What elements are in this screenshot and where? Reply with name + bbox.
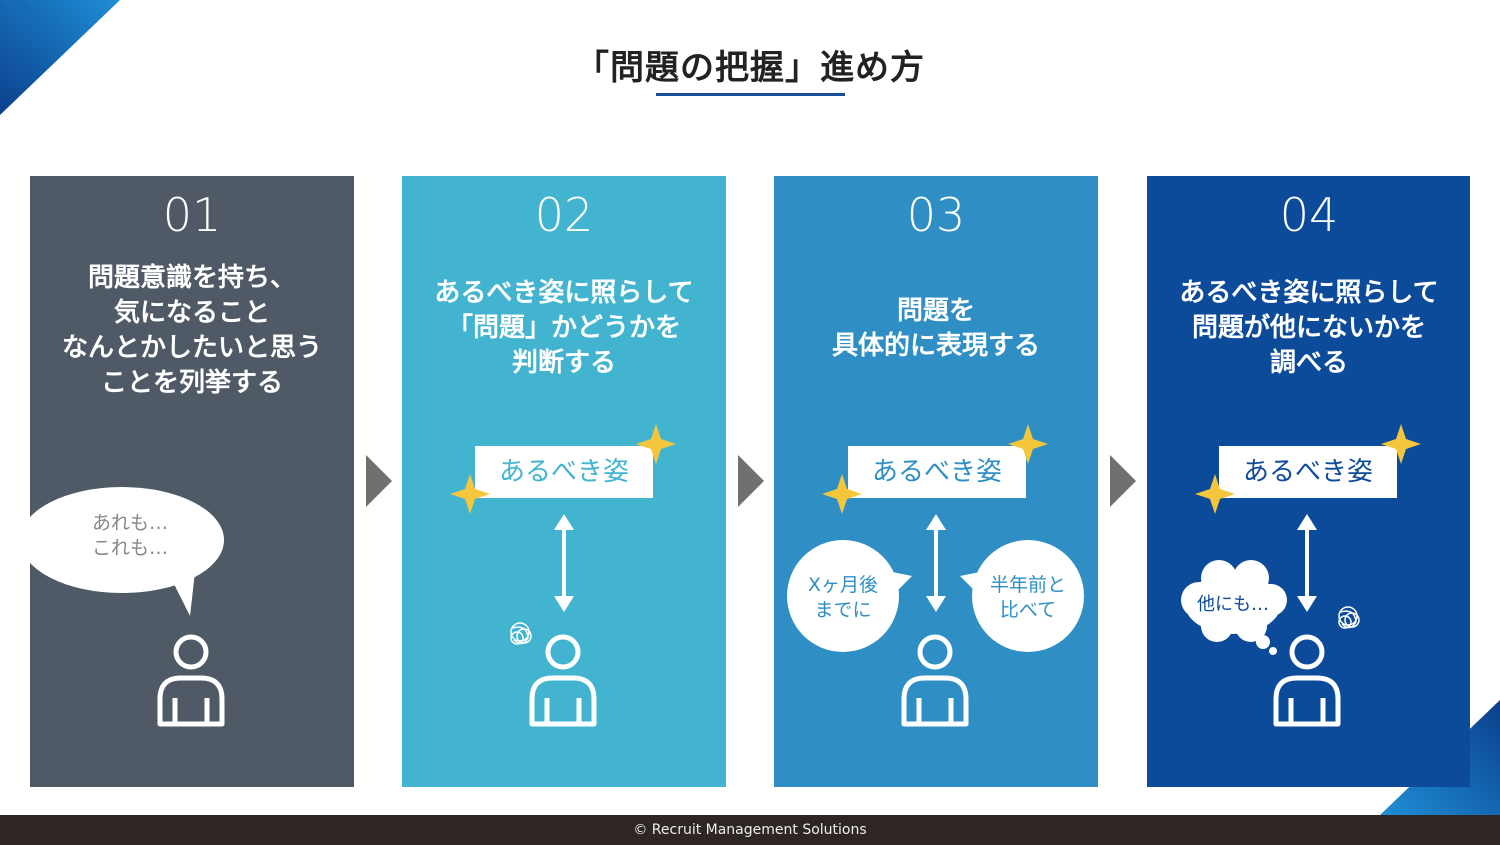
bubble-line: Xヶ月後 (807, 574, 879, 596)
heading-line: あるべき姿に照らして (434, 278, 694, 308)
thought-cloud-shape (1181, 560, 1287, 655)
step-panel-02: 02 あるべき姿に照らして 「問題」かどうかを 判断する あるべき姿 (402, 176, 726, 787)
step-number: 01 (162, 188, 222, 242)
chevron-right-arrow-icon (1110, 455, 1136, 507)
heading-line: あるべき姿に照らして (1179, 278, 1439, 308)
sparkle-icon (1195, 474, 1235, 514)
speech-bubble-shape (30, 487, 224, 616)
heading-line: 気になること (113, 298, 270, 328)
step-number: 03 (906, 188, 966, 242)
heading-line: 問題意識を持ち、 (87, 263, 296, 293)
step-number: 04 (1279, 188, 1339, 242)
ideal-state-box: あるべき姿 (475, 446, 653, 498)
bubble-line: 半年前と (989, 574, 1066, 596)
step-number: 02 (534, 188, 594, 242)
step-panel-03: 03 問題を 具体的に表現する あるべき姿 Xヶ月後 までに (774, 176, 1098, 787)
bubble-line: あれも… (91, 512, 168, 534)
corner-decoration-top-left (0, 0, 120, 115)
heading-line: 具体的に表現する (831, 331, 1040, 361)
step-heading: あるべき姿に照らして 問題が他にないかを 調べる (1147, 276, 1471, 381)
heading-line: なんとかしたいと思う (61, 333, 322, 363)
sparkle-icon (636, 424, 676, 464)
ideal-state-box: あるべき姿 (848, 446, 1026, 498)
page-title: 「問題の把握」進め方 (575, 48, 925, 88)
step-02-graphics (450, 424, 676, 727)
step-03-graphics (787, 424, 1084, 727)
heading-line: 判断する (511, 348, 616, 378)
double-arrow-icon (554, 514, 574, 612)
speech-bubble-left-shape (787, 540, 912, 652)
thought-cloud-text: 他にも… (1197, 594, 1269, 615)
heading-line: 「問題」かどうかを (446, 313, 681, 343)
speech-bubble: あれも… これも… (70, 511, 190, 561)
chevron-right-arrow-icon (738, 455, 764, 507)
speech-bubble-right: 半年前と 比べて (978, 573, 1078, 623)
step-heading: 問題を 具体的に表現する (774, 294, 1098, 364)
heading-line: 問題が他にないかを (1191, 313, 1426, 343)
speech-bubble-right-shape (960, 540, 1084, 652)
step-04-graphics (1181, 424, 1421, 727)
sparkle-icon (450, 474, 490, 514)
person-icon (901, 634, 969, 727)
person-icon (157, 634, 225, 727)
speech-bubble-left: Xヶ月後 までに (793, 573, 893, 623)
sparkle-icon (1381, 424, 1421, 464)
tangled-thought-icon (1338, 606, 1360, 629)
step-panel-04: 04 あるべき姿に照らして 問題が他にないかを 調べる あるべき姿 (1147, 176, 1470, 787)
step-panel-01: 01 問題意識を持ち、 気になること なんとかしたいと思う ことを列挙する あれ… (30, 176, 354, 787)
bubble-line: これも… (91, 537, 168, 559)
chevron-right-arrow-icon (366, 455, 392, 507)
bubble-line: 比べて (999, 599, 1057, 621)
bubble-line: までに (814, 599, 872, 621)
tangled-thought-icon (510, 622, 532, 645)
ideal-state-box: あるべき姿 (1219, 446, 1397, 498)
heading-line: 調べる (1269, 348, 1348, 378)
step-heading: あるべき姿に照らして 「問題」かどうかを 判断する (402, 276, 726, 381)
heading-line: 問題を (896, 296, 975, 326)
footer-copyright: © Recruit Management Solutions (0, 815, 1500, 845)
person-icon (1273, 634, 1341, 727)
sparkle-icon (822, 474, 862, 514)
double-arrow-icon (926, 514, 946, 612)
step-heading: 問題意識を持ち、 気になること なんとかしたいと思う ことを列挙する (30, 261, 354, 401)
title-underline (656, 93, 845, 96)
double-arrow-icon (1297, 514, 1317, 612)
heading-line: ことを列挙する (100, 368, 283, 398)
person-icon (529, 634, 597, 727)
sparkle-icon (1008, 424, 1048, 464)
